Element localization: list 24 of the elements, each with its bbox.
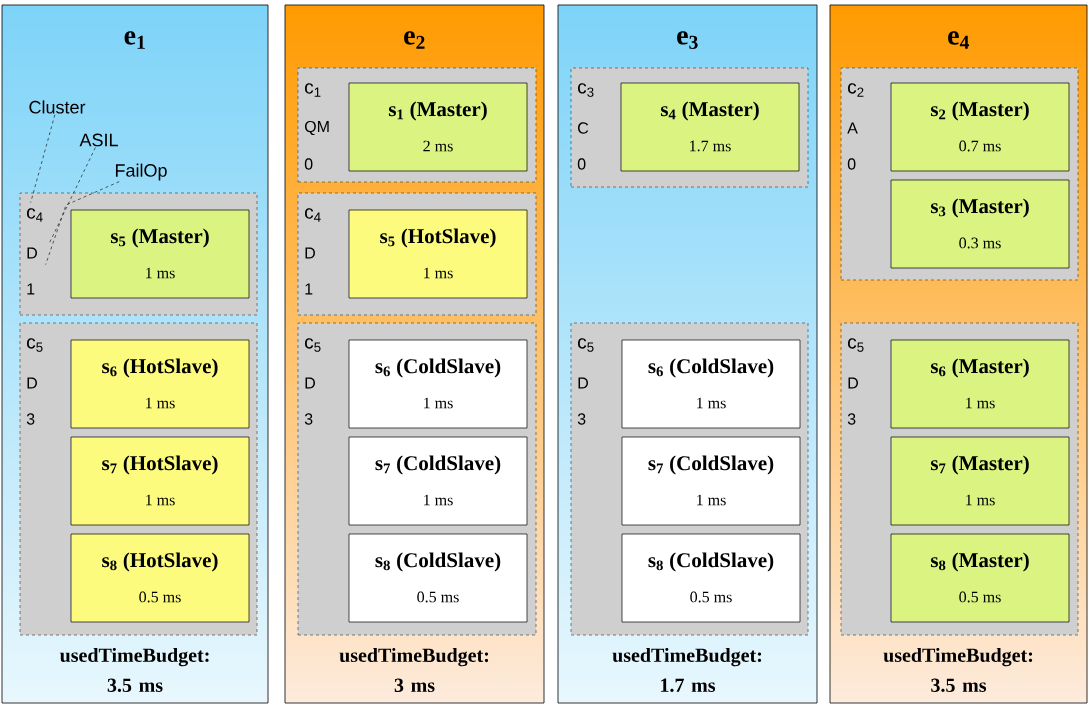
service-box: s$_{6}$ (ColdSlave) 1 ms (348, 339, 528, 429)
service-box: s$_{8}$ (HotSlave) 0.5 ms (70, 533, 250, 623)
service-box: s$_{8}$ (Master) 0.5 ms (890, 533, 1070, 623)
service-box: s$_{8}$ (ColdSlave) 0.5 ms (621, 533, 801, 623)
annotation-label: FailOp (115, 163, 167, 181)
service-box: s$_{7}$ (Master) 1 ms (890, 436, 1070, 526)
service-box: s$_{6}$ (Master) 1 ms (890, 339, 1070, 429)
leader-line (48, 147, 96, 245)
leader-line (45, 181, 120, 265)
service-box: s$_{6}$ (HotSlave) 1 ms (70, 339, 250, 429)
service-box: s$_{1}$ (Master) 2 ms (348, 82, 528, 172)
leader-line (30, 114, 56, 203)
service-box: s$_{7}$ (HotSlave) 1 ms (70, 436, 250, 526)
service-box: s$_{7}$ (ColdSlave) 1 ms (621, 436, 801, 526)
service-box: s$_{5}$ (Master) 1 ms (70, 209, 250, 299)
service-box: s$_{7}$ (ColdSlave) 1 ms (348, 436, 528, 526)
annotation-label: ASIL (79, 133, 118, 147)
service-box: s$_{6}$ (ColdSlave) 1 ms (621, 339, 801, 429)
annotation-label: Cluster (29, 100, 86, 114)
service-box: s$_{8}$ (ColdSlave) 0.5 ms (348, 533, 528, 623)
service-box: s$_{5}$ (HotSlave) 1 ms (348, 209, 528, 299)
service-box: s$_{3}$ (Master) 0.3 ms (890, 179, 1070, 269)
service-box: s$_{2}$ (Master) 0.7 ms (890, 82, 1070, 172)
service-box: s$_{4}$ (Master) 1.7 ms (620, 82, 800, 172)
